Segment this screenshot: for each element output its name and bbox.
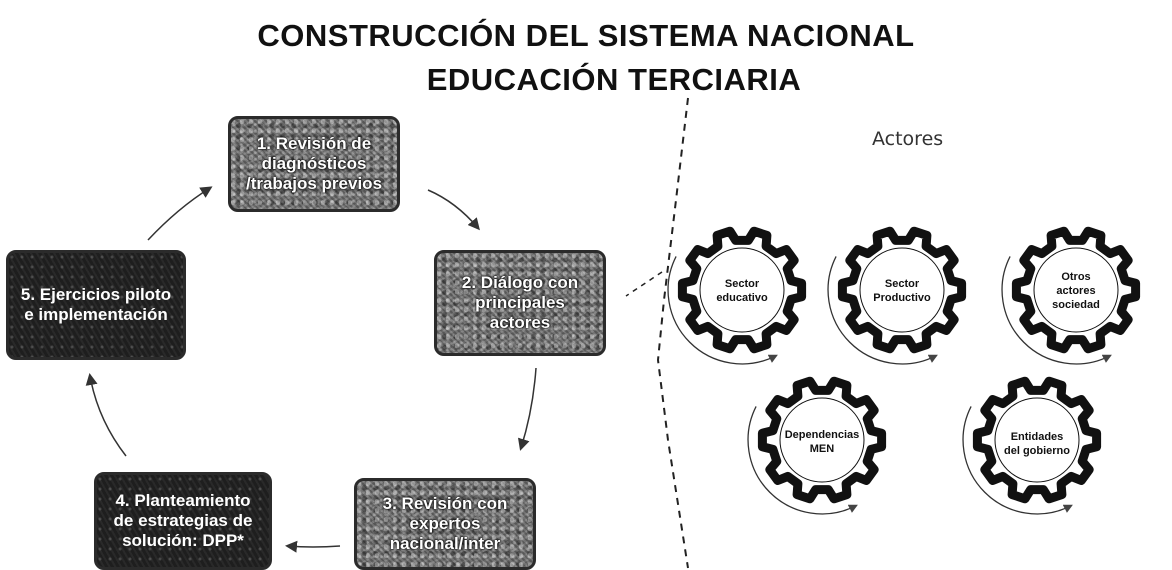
step-1-line-2: diagnósticos — [261, 154, 367, 173]
dashed-divider — [656, 97, 689, 569]
title-line-1: CONSTRUCCIÓN DEL SISTEMA NACIONAL — [257, 18, 915, 53]
gear-5-line-2: del gobierno — [1004, 445, 1070, 457]
gear-sector-educativo — [667, 226, 807, 365]
gear-inner-circle — [699, 247, 785, 333]
step-5-line-1: 5. Ejercicios piloto — [20, 285, 172, 304]
diagram-title: CONSTRUCCIÓN DEL SISTEMA NACIONAL EDUCAC… — [0, 14, 1172, 102]
gear-3-line-2: actores — [1056, 285, 1096, 297]
gear-cycle-arrow — [667, 256, 778, 365]
gear-label-sector-productivo: Sector Productivo — [856, 277, 948, 305]
gear-entidades-gobierno — [962, 376, 1102, 515]
gear-otros-actores — [1001, 226, 1141, 365]
gear-1-line-2: educativo — [716, 292, 768, 304]
gear-label-entidades-gobierno: Entidades del gobierno — [990, 430, 1084, 458]
step-1-line-3: /trabajos previos — [245, 174, 383, 193]
gear-inner-circle — [779, 397, 865, 483]
gear-label-otros-actores: Otros actores sociedad — [1036, 270, 1116, 312]
arrow-2-to-3 — [517, 367, 537, 451]
arrow-4-to-5 — [85, 373, 127, 457]
gear-label-dependencias-men: Dependencias MEN — [774, 428, 870, 456]
step-2-line-3: actores — [489, 313, 551, 332]
arrow-3-to-4 — [285, 540, 341, 553]
gear-4-line-2: MEN — [809, 443, 835, 455]
step-1-line-1: 1. Revisión de — [256, 134, 372, 153]
gear-dependencias-men — [747, 376, 887, 515]
gear-5-line-1: Entidades — [1010, 431, 1064, 443]
step-box-3[interactable]: 3. Revisión con expertos nacional/inter — [354, 478, 536, 570]
step-5-line-2: e implementación — [24, 305, 168, 324]
step-4-line-2: de estrategias de — [113, 511, 253, 530]
gear-3-line-3: sociedad — [1052, 299, 1100, 311]
gear-2-line-2: Productivo — [873, 292, 931, 304]
arrow-1-to-2 — [427, 189, 480, 231]
gear-cycle-arrow — [827, 256, 938, 365]
gear-4-line-1: Dependencias — [784, 429, 860, 441]
step-2-line-1: 2. Diálogo con — [461, 273, 579, 292]
gear-sector-productivo — [827, 226, 967, 365]
gear-cycle-arrow — [747, 406, 858, 515]
gear-label-sector-educativo: Sector educativo — [696, 277, 788, 305]
step-2-line-2: principales — [475, 293, 565, 312]
step-box-2[interactable]: 2. Diálogo con principales actores — [434, 250, 606, 356]
step-3-line-2: expertos — [409, 514, 481, 533]
gear-cycle-arrow — [962, 406, 1073, 515]
actors-heading: Actores — [872, 128, 944, 150]
step-box-4[interactable]: 4. Planteamiento de estrategias de soluc… — [94, 472, 272, 570]
gear-3-line-1: Otros — [1061, 271, 1091, 283]
step-4-line-1: 4. Planteamiento — [115, 491, 251, 510]
divider-pointer — [625, 271, 663, 297]
gear-cycle-arrow — [1001, 256, 1112, 365]
title-line-2: EDUCACIÓN TERCIARIA — [426, 62, 802, 97]
step-box-5[interactable]: 5. Ejercicios piloto e implementación — [6, 250, 186, 360]
step-3-line-1: 3. Revisión con — [382, 494, 508, 513]
arrow-5-to-1 — [147, 186, 213, 241]
step-3-line-3: nacional/inter — [389, 534, 501, 553]
gear-inner-circle — [1033, 247, 1119, 333]
gear-1-line-1: Sector — [724, 278, 760, 290]
gear-2-line-1: Sector — [884, 278, 920, 290]
step-4-line-3: solución: DPP* — [122, 531, 244, 550]
gear-inner-circle — [994, 397, 1080, 483]
step-box-1[interactable]: 1. Revisión de diagnósticos /trabajos pr… — [228, 116, 400, 212]
gear-inner-circle — [859, 247, 945, 333]
